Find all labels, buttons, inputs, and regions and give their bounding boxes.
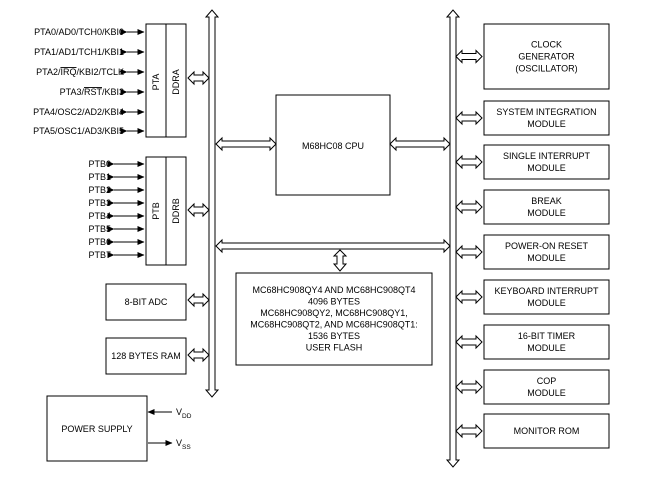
module-mon-label: MONITOR ROM <box>514 426 580 436</box>
module-cop-block <box>483 369 610 405</box>
porta-bus-link <box>187 70 210 86</box>
module-sint-link <box>455 154 483 170</box>
porta-pin-label: PTA2/IRQ/KBI2/TCLK <box>36 67 124 77</box>
vdd-label: VDD <box>176 407 192 420</box>
module-mon-link <box>455 423 483 439</box>
right-vertical-bus <box>445 9 461 468</box>
portb-pin-label: PTB2 <box>88 185 111 195</box>
module-clock-link <box>455 49 483 64</box>
left-vertical-bus <box>204 9 220 398</box>
porta-pin-label: PTA0/AD0/TCH0/KBI0 <box>34 27 124 37</box>
module-por-label: POWER-ON RESET <box>505 241 589 251</box>
power-supply-block <box>46 395 148 462</box>
module-tim-link <box>455 334 483 350</box>
porta-ddr-label: DDRA <box>171 69 181 95</box>
adc-bus-link <box>187 292 210 308</box>
cpu-left-bus <box>215 136 277 152</box>
module-cop-link <box>455 379 483 395</box>
porta-pin-label: PTA3/RST/KBI3 <box>60 87 124 97</box>
module-clock-label: GENERATOR <box>518 52 575 62</box>
module-brk-label: MODULE <box>527 208 566 218</box>
module-sim-label: SYSTEM INTEGRATION <box>496 107 596 117</box>
module-brk-block <box>483 189 610 225</box>
portb-pin-label: PTB0 <box>88 159 111 169</box>
module-tim-label: MODULE <box>527 343 566 353</box>
portb-pin-label: PTB7 <box>88 250 111 260</box>
flash-block <box>235 272 433 366</box>
flash-text-line: USER FLASH <box>306 343 363 353</box>
module-sint-label: MODULE <box>527 163 566 173</box>
cpu-block <box>275 94 391 196</box>
porta-port-label: PTA <box>151 74 161 91</box>
module-clock-label: CLOCK <box>531 40 562 50</box>
porta-pin-label: PTA5/OSC1/AD3/KBI5 <box>33 126 124 136</box>
flash-text-line: 4096 BYTES <box>308 297 360 307</box>
module-tim-label: 16-BIT TIMER <box>518 331 576 341</box>
portb-pin-label: PTB1 <box>88 172 111 182</box>
module-tim-block <box>483 324 610 360</box>
module-clock-block <box>483 23 610 90</box>
porta-pin-label: PTA4/OSC2/AD2/KBI4 <box>33 107 124 117</box>
adc-block <box>105 283 187 321</box>
module-por-block <box>483 234 610 270</box>
ram-bus-link <box>187 347 210 363</box>
module-brk-label: BREAK <box>531 196 562 206</box>
flash-text-line: MC68HC908QT2, AND MC68HC908QT1: <box>250 320 418 330</box>
flash-bus-link <box>332 249 348 272</box>
ram-block <box>105 337 187 375</box>
porta-pins: PTA0/AD0/TCH0/KBI0PTA1/AD1/TCH1/KBI1PTA2… <box>33 27 145 136</box>
portb-pin-label: PTB6 <box>88 237 111 247</box>
module-kbi-block <box>483 279 610 315</box>
porta-pin-label: PTA1/AD1/TCH1/KBI1 <box>34 47 124 57</box>
module-bus-links <box>455 49 483 439</box>
module-kbi-link <box>455 289 483 305</box>
module-cop-label: COP <box>537 376 557 386</box>
portb-pin-label: PTB5 <box>88 224 111 234</box>
module-sim-block <box>483 100 610 136</box>
power-supply-label: POWER SUPPLY <box>61 424 132 434</box>
module-sim-label: MODULE <box>527 119 566 129</box>
adc-label: 8-BIT ADC <box>125 297 168 307</box>
module-clock-label: (OSCILLATOR) <box>515 64 577 74</box>
module-kbi-label: KEYBOARD INTERRUPT <box>494 286 599 296</box>
portb-port-label: PTB <box>151 202 161 220</box>
portb-bus-link <box>187 202 210 218</box>
ram-label: 128 BYTES RAM <box>111 351 181 361</box>
peripheral-modules: CLOCK GENERATOR (OSCILLATOR) SYSTEM INTEGRA… <box>483 23 610 449</box>
module-sint-block <box>483 144 610 180</box>
cpu-right-bus <box>389 136 451 152</box>
module-sim-link <box>455 110 483 126</box>
flash-text-line: 1536 BYTES <box>308 331 360 341</box>
cpu-label: M68HC08 CPU <box>302 141 364 151</box>
module-brk-link <box>455 199 483 215</box>
module-mon-block <box>483 413 610 449</box>
flash-text-line: MC68HC908QY4 AND MC68HC908QT4 <box>252 285 415 295</box>
flash-text-line: MC68HC908QY2, MC68HC908QY1, <box>260 308 408 318</box>
portb-pin-label: PTB4 <box>88 211 111 221</box>
vss-label: VSS <box>176 438 191 451</box>
module-kbi-label: MODULE <box>527 298 566 308</box>
module-por-label: MODULE <box>527 253 566 263</box>
module-cop-label: MODULE <box>527 388 566 398</box>
module-por-link <box>455 244 483 260</box>
portb-ddr-label: DDRB <box>171 198 181 224</box>
internal-data-bus <box>215 238 451 254</box>
portb-pin-label: PTB3 <box>88 198 111 208</box>
module-sint-label: SINGLE INTERRUPT <box>503 151 591 161</box>
